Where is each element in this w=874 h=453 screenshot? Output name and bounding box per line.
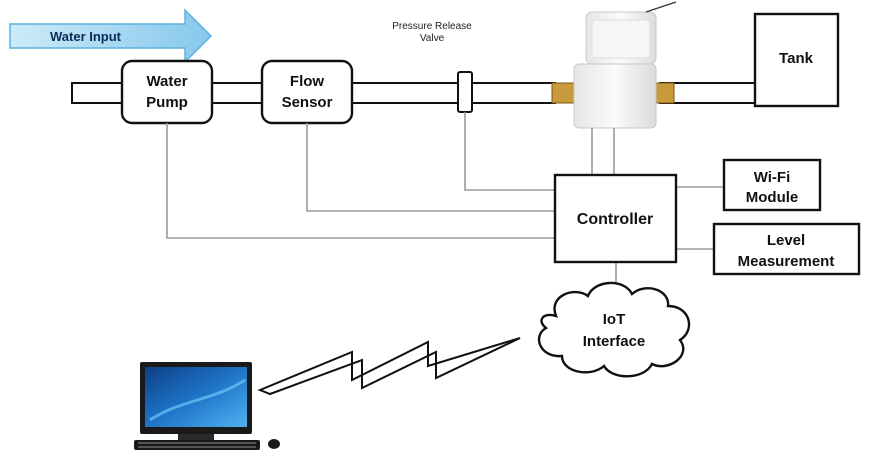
brass-fitting-left <box>551 82 575 104</box>
iot-interface-label-line2: Interface <box>583 333 646 350</box>
pipe-segment-sensor-valve <box>349 82 556 104</box>
pipe-segment-pump-sensor <box>209 82 265 104</box>
flow-sensor-label-line2: Sensor <box>282 94 333 111</box>
controller-label: Controller <box>577 211 653 228</box>
water-pump-label-line1: Water <box>146 73 187 90</box>
tank-box: Tank <box>753 12 840 108</box>
water-pump-label-line2: Pump <box>146 94 188 111</box>
cloud-icon: IoT Interface <box>537 281 691 378</box>
level-measurement-label-line1: Level <box>767 232 805 249</box>
iot-interface-label-line1: IoT <box>603 311 626 328</box>
wire-valve-controller <box>464 112 555 191</box>
desktop-computer-icon <box>134 362 280 450</box>
wifi-module-label-line2: Module <box>746 189 799 206</box>
flow-sensor-box: Flow Sensor <box>260 59 354 125</box>
signal-wires <box>166 112 724 298</box>
wire-pump-controller <box>166 123 555 239</box>
pressure-valve-label-line1: Pressure Release <box>392 21 472 32</box>
water-pump-box: Water Pump <box>120 59 214 125</box>
solenoid-valve-icon <box>573 1 677 129</box>
wifi-module-label-line1: Wi-Fi <box>754 169 791 186</box>
water-input-label: Water Input <box>50 29 122 44</box>
level-measurement-box: Level Measurement <box>712 222 861 276</box>
controller-box: Controller <box>553 173 678 264</box>
level-measurement-label-line2: Measurement <box>738 253 835 270</box>
tank-label: Tank <box>779 50 814 67</box>
pressure-release-valve <box>457 71 473 113</box>
wire-sensor-controller <box>306 123 555 212</box>
wifi-module-box: Wi-Fi Module <box>722 158 822 212</box>
wireless-lightning-icon <box>257 337 521 396</box>
pressure-valve-label-line2: Valve <box>420 33 445 44</box>
pipe-segment-inlet <box>71 82 125 104</box>
flow-sensor-label-line1: Flow <box>290 73 324 90</box>
water-input-arrow: Water Input <box>9 8 213 64</box>
